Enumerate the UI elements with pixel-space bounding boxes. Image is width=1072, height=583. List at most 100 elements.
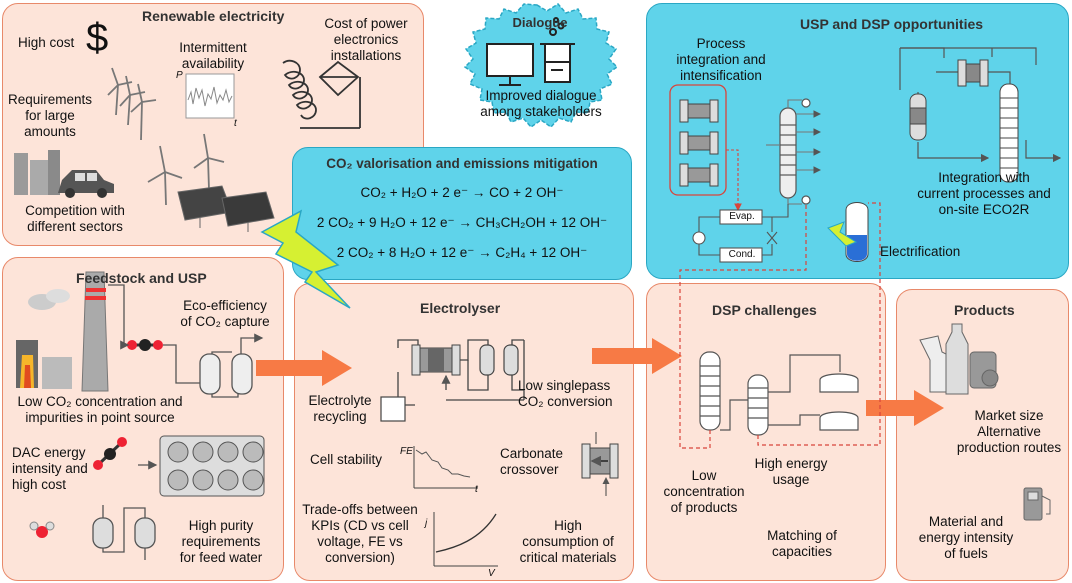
carbonate-line2: crossover [500,462,559,477]
dsp-columns-icon [699,351,859,436]
integration-line1: Integration with [938,170,1030,185]
distillation-arrows [726,99,822,212]
singlepass-label: Low singlepass CO₂ conversion [518,378,613,410]
evap-cond-loop [692,204,789,263]
purity-line3: for feed water [179,550,263,565]
dollar-icon: $ [86,16,109,60]
low-concentration-label: Low concentration of products [656,468,752,516]
factory-icon [16,271,109,392]
power-axis-p: P [176,70,183,81]
jv-v-axis: V [488,568,495,579]
process-line3: intensification [680,68,762,83]
low-co2-label: Low CO₂ concentration and impurities in … [4,394,196,426]
lightning-bolt [260,209,351,309]
equation-1: CO₂ + H₂O + 2 e⁻ → CO + 2 OH⁻ [360,185,564,200]
cost-power-line1: Cost of power [324,16,408,31]
low-co2-line2: impurities in point source [25,410,175,425]
critical-line2: consumption of [522,534,614,549]
integration-line2: current processes and [917,186,1051,201]
renewable-title: Renewable electricity [142,8,285,24]
recycling-label: Electrolyte recycling [302,393,378,425]
market-label: Market size Alternative production route… [950,408,1068,456]
competition-line1: Competition with [25,203,125,218]
city-icon [14,150,60,195]
dialogue-starburst [463,3,619,128]
carbonate-label: Carbonate crossover [500,446,563,478]
tradeoff-line2: KPIs (CD vs cell [311,518,409,533]
requirements-line1: Requirements [7,92,93,107]
evap-label: Evap. [729,211,755,222]
products-panel [896,289,1069,581]
alt-line2: production routes [956,440,1062,455]
water-columns-icon [92,505,156,560]
intermittent-label: Intermittent availability [168,40,258,72]
low-conc-line1: Low [691,468,717,483]
material-line1: Material and [928,514,1004,529]
distillation-icon [779,98,811,205]
material-line3: of fuels [944,546,988,561]
tradeoff-line3: voltage, FE vs [317,534,403,549]
dialogue-line2: among stakeholders [480,104,602,119]
water-molecule-icon [29,521,55,538]
dialogue-line1: Improved dialogue [485,88,597,103]
intermittent-line2: availability [181,56,245,71]
products-title: Products [954,302,1015,318]
beaker-icon [540,17,575,83]
flow-arrow-3 [866,390,944,426]
wind-turbines-icon [107,67,225,206]
alt-line1: Alternative [977,424,1041,439]
requirements-line3: amounts [24,124,76,139]
fuel-pump-icon [1023,487,1051,521]
feedstock-title: Feedstock and USP [76,270,207,286]
dsp-title: DSP challenges [712,302,817,318]
dac-co2-molecule-icon [93,437,158,470]
dac-fans-icon [159,435,265,497]
separator-columns-icon [479,344,519,376]
monitor-icon [486,43,534,86]
equation-2: 2 CO₂ + 9 H₂O + 12 e⁻ → CH₃CH₂OH + 12 OH… [316,215,608,230]
recycling-line1: Electrolyte [308,393,372,408]
eco-line2: of CO₂ capture [180,314,270,329]
stacked-cells-icon [679,99,719,187]
energy-line2: usage [772,472,810,487]
dialogue-text: Improved dialogue among stakeholders [474,88,608,120]
tradeoff-label: Trade-offs between KPIs (CD vs cell volt… [296,502,424,566]
products-icons [919,323,999,395]
electrolyser-cell-icon [411,344,461,376]
integration-equipment-icon [909,59,1019,183]
integration-label: Integration with current processes and o… [904,170,1064,218]
requirements-label: Requirements for large amounts [4,92,96,140]
power-axis-t: t [234,118,237,129]
energy-usage-label: High energy usage [746,456,836,488]
solar-panels-icon [177,185,275,232]
singlepass-line1: Low singlepass [518,378,611,393]
stability-t-axis: t [475,484,478,495]
material-label: Material and energy intensity of fuels [906,514,1026,562]
electrolyser-panel [294,283,634,581]
recycling-line2: recycling [313,409,367,424]
usp-dsp-title: USP and DSP opportunities [800,16,984,32]
low-conc-line2: concentration [663,484,745,499]
jv-chart-icon [433,512,498,567]
high-cost-label: High cost [18,35,75,50]
process-integration-label: Process integration and intensification [656,36,786,84]
competition-line2: different sectors [27,219,123,234]
cond-label: Cond. [728,249,756,260]
dsp-dashed-lines [679,202,881,449]
purity-label: High purity requirements for feed water [166,518,276,566]
co2-title: CO₂ valorisation and emissions mitigatio… [326,156,598,171]
matching-line2: capacities [771,544,833,559]
dac-line2: intensity and [12,461,88,476]
equation-3: 2 CO₂ + 8 H₂O + 12 e⁻ → C₂H₄ + 12 OH⁻ [336,245,588,260]
power-curve-icon [185,73,235,119]
process-line1: Process [696,36,746,51]
process-integration-box [669,84,727,196]
dac-line1: DAC energy [12,445,86,460]
dac-label: DAC energy intensity and high cost [12,445,88,493]
carbonate-line1: Carbonate [500,446,564,461]
tradeoff-line4: conversion) [325,550,395,565]
cost-power-line2: electronics [333,32,399,47]
flow-arrow-1 [256,350,352,386]
flow-arrow-2 [592,338,682,374]
